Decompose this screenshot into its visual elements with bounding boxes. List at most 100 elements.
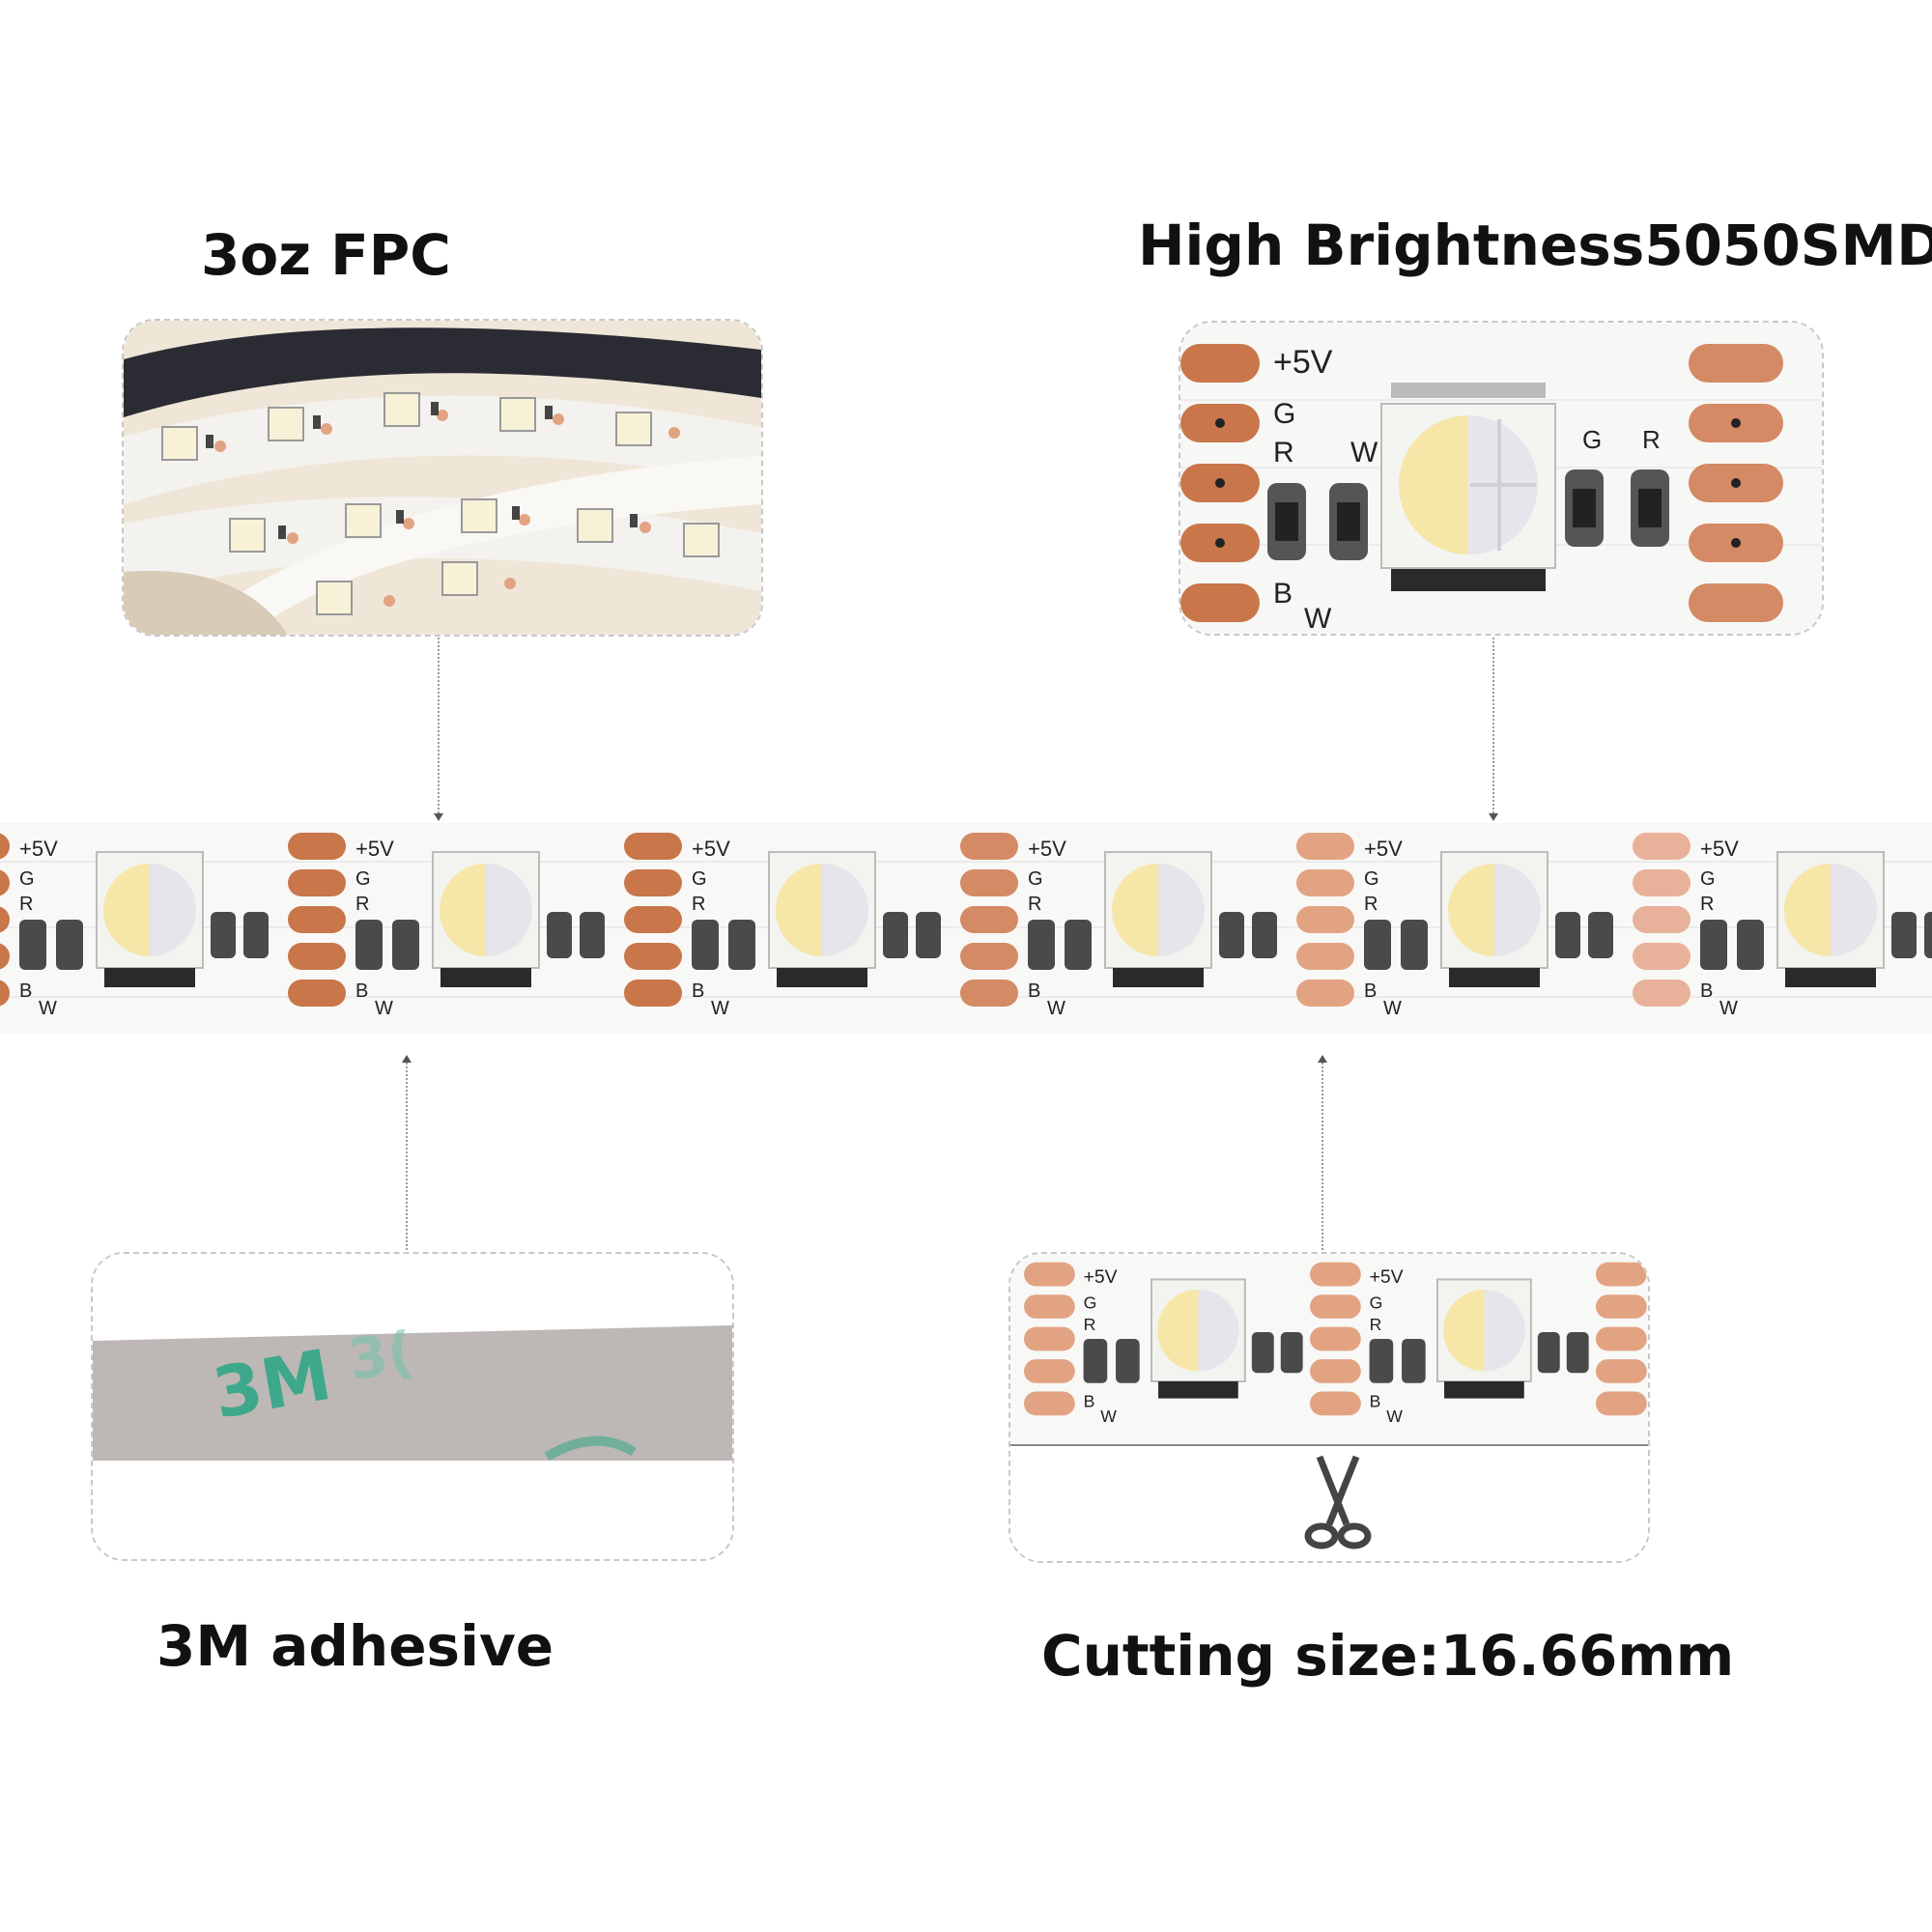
copper-pad [288, 833, 346, 860]
copper-pad [0, 833, 10, 860]
copper-pad [1596, 1359, 1647, 1383]
resistor [56, 920, 83, 970]
pin-r-label: R [692, 894, 705, 915]
pin-b-label: B [1364, 980, 1377, 1002]
smd-closeup-illustration: +5V G R B W W G R [1180, 323, 1822, 634]
smd-pin-g: G [1273, 398, 1295, 430]
copper-pad [1310, 1326, 1361, 1351]
resistor [211, 912, 236, 958]
copper-pad [288, 869, 346, 896]
copper-pad [288, 906, 346, 933]
pin-b-label: B [692, 980, 704, 1002]
voltage-label: +5V [692, 837, 730, 861]
resistor [1924, 912, 1932, 958]
resistor [1280, 1331, 1303, 1374]
smd-voltage-label: +5V [1273, 344, 1333, 381]
pin-w-label: W [1386, 1406, 1403, 1426]
resistor [1251, 1331, 1274, 1374]
copper-pad [1596, 1391, 1647, 1416]
pin-r-label: R [1084, 1315, 1096, 1334]
voltage-label: +5V [1028, 837, 1066, 861]
smd-connector-line [1492, 638, 1494, 813]
copper-pad [624, 980, 682, 1007]
adhesive-connector-line [406, 1063, 408, 1250]
resistor [1028, 920, 1055, 970]
copper-pad [1633, 943, 1690, 970]
adhesive-photo-panel: 3M 3( [91, 1252, 734, 1561]
smd-pin-w-upper: W [1350, 437, 1378, 469]
smd-pin-r: R [1273, 437, 1294, 469]
led-warm-emitter [1784, 864, 1831, 956]
led-warm-emitter [776, 864, 822, 956]
copper-pad [1310, 1359, 1361, 1383]
pin-r-label: R [1370, 1315, 1382, 1334]
pin-g-label: G [1028, 868, 1043, 890]
pin-g-label: G [19, 868, 35, 890]
copper-pad [1633, 980, 1690, 1007]
led-base [1113, 968, 1204, 987]
copper-pad [1633, 869, 1690, 896]
copper-pad [1296, 833, 1354, 860]
strip-segments: +5VGRBW+5VGRBW+5VGRBW+5VGRBW+5VGRBW+5VGR… [0, 833, 1932, 1019]
fpc-reel-illustration [124, 321, 761, 635]
led-base [777, 968, 867, 987]
resistor-group [1267, 469, 1669, 560]
adhesive-connector-arrow [402, 1055, 412, 1063]
pin-b-label: B [1084, 1391, 1095, 1410]
smd-pin-r-right: R [1642, 425, 1661, 454]
pin-r-label: R [355, 894, 369, 915]
copper-pad [624, 906, 682, 933]
led-strip-illustration: +5VGRBW+5VGRBW+5VGRBW+5VGRBW+5VGRBW+5VGR… [0, 823, 1932, 1034]
pin-w-label: W [39, 998, 57, 1019]
fpc-connector-line [438, 638, 440, 813]
resistor [883, 912, 908, 958]
copper-pad [624, 833, 682, 860]
copper-pad [1596, 1262, 1647, 1287]
pin-g-label: G [1700, 868, 1716, 890]
led-base [440, 968, 531, 987]
resistor [1065, 920, 1092, 970]
pin-r-label: R [19, 894, 33, 915]
led-5050-chip [1380, 383, 1556, 591]
pin-b-label: B [1700, 980, 1713, 1002]
resistor [1588, 912, 1613, 958]
resistor [1401, 920, 1428, 970]
copper-pad [0, 869, 10, 896]
copper-pad [1024, 1359, 1075, 1383]
led-base [1444, 1381, 1524, 1399]
voltage-label: +5V [1700, 837, 1739, 861]
copper-pad [960, 980, 1018, 1007]
resistor [392, 920, 419, 970]
fpc-label: 3oz FPC [201, 222, 451, 288]
fpc-photo-panel [122, 319, 763, 637]
copper-pad [1024, 1294, 1075, 1319]
resistor [1891, 912, 1917, 958]
voltage-label: +5V [19, 837, 58, 861]
cutting-connector-arrow [1318, 1055, 1327, 1063]
resistor [547, 912, 572, 958]
led-warm-emitter [1112, 864, 1158, 956]
led-warm-emitter [440, 864, 486, 956]
pin-b-label: B [19, 980, 32, 1002]
led-base [104, 968, 195, 987]
smd-pin-g-right: G [1582, 425, 1602, 454]
copper-pad [1596, 1326, 1647, 1351]
pin-w-label: W [1100, 1406, 1117, 1426]
pin-g-label: G [1084, 1293, 1097, 1312]
pin-w-label: W [375, 998, 393, 1019]
resistor [728, 920, 755, 970]
pin-w-label: W [711, 998, 729, 1019]
copper-pad [1310, 1262, 1361, 1287]
resistor [1737, 920, 1764, 970]
resistor [355, 920, 383, 970]
copper-pad [1633, 906, 1690, 933]
tape-logo-text: 3M [207, 1334, 336, 1435]
pin-g-label: G [1370, 1293, 1383, 1312]
adhesive-label: 3M adhesive [156, 1613, 554, 1679]
voltage-label: +5V [355, 837, 394, 861]
copper-pad [288, 980, 346, 1007]
resistor [1402, 1339, 1426, 1383]
